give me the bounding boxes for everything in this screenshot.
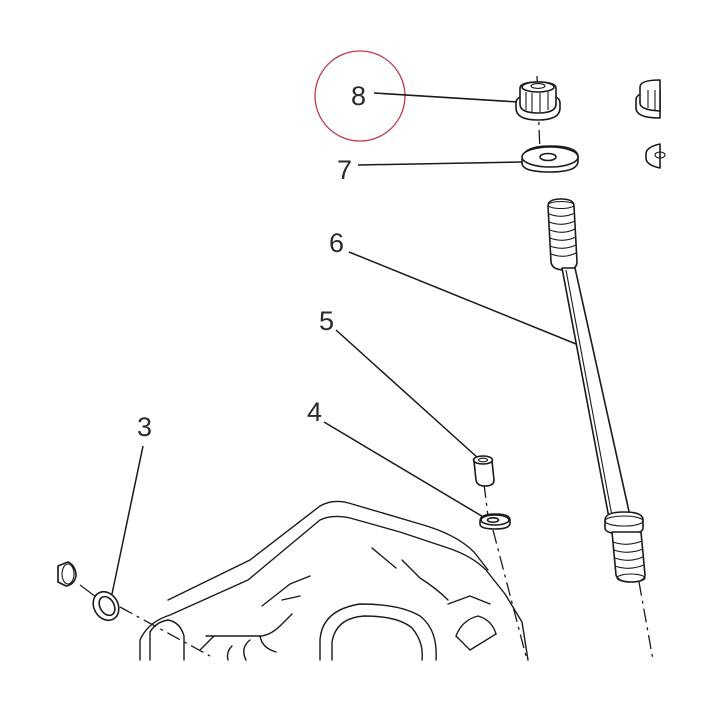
axis-stud-lower [638,581,654,661]
axis-dowel [483,483,489,517]
callout-6[interactable]: 6 [329,228,344,258]
callout-8[interactable]: 8 [351,81,366,111]
cylinder-head-housing [139,500,529,661]
leader-line-3 [111,445,144,595]
leader-line-8 [373,92,519,103]
side-fitting-partial [57,561,77,587]
stud-part [547,198,646,583]
callout-highlight-circle [314,50,406,142]
callout-5[interactable]: 5 [319,306,334,336]
o-ring-part [92,590,120,622]
axis-dowel-lower [492,529,528,661]
leader-line-7 [357,161,523,166]
axis-oring [119,606,211,657]
callout-3[interactable]: 3 [137,412,152,442]
leader-line-4 [323,421,486,519]
leader-line-6 [348,251,582,347]
flange-nut-part [515,81,561,121]
washer-part [521,145,579,173]
adjacent-washer-partial [645,143,666,169]
small-seal-part [479,513,511,530]
callout-4[interactable]: 4 [307,397,322,427]
callout-7[interactable]: 7 [337,155,352,185]
dowel-sleeve-part [472,455,495,487]
leader-line-5 [335,329,479,459]
adjacent-nut-partial [635,79,661,119]
leader-lines [111,92,582,595]
